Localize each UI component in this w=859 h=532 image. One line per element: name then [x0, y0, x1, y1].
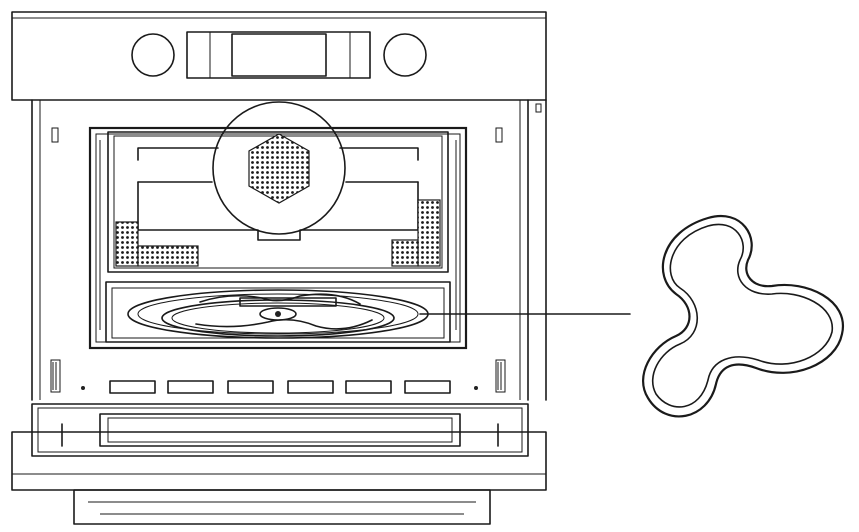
display-screen	[231, 33, 327, 77]
fan-cover	[212, 101, 346, 235]
fan-grille	[248, 133, 310, 204]
vent-slots	[81, 380, 478, 394]
display-panel	[186, 31, 371, 79]
oven-body	[31, 99, 547, 401]
left-knob[interactable]	[131, 33, 175, 77]
right-knob[interactable]	[383, 33, 427, 77]
control-panel	[11, 11, 547, 101]
door-handle[interactable]	[99, 413, 461, 447]
turntable-support	[127, 289, 429, 339]
oven-cavity	[88, 101, 468, 350]
roller-ring-detail	[642, 215, 845, 418]
oven-door	[11, 403, 547, 525]
